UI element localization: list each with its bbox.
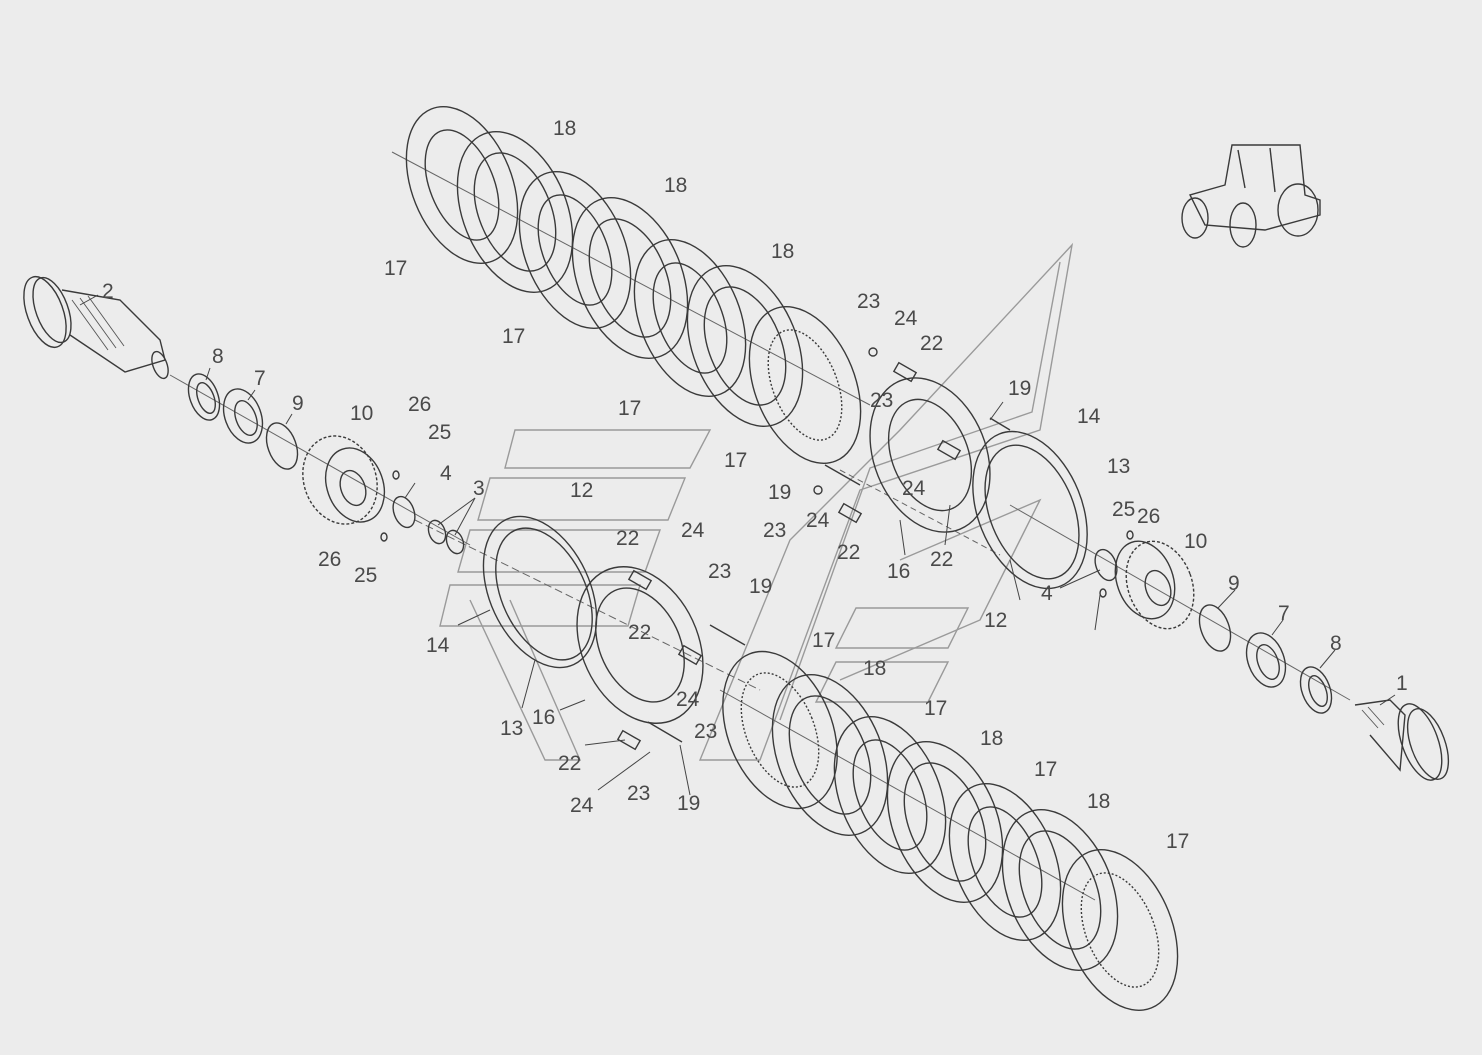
callout-19-d: 19	[677, 792, 700, 815]
callout-22-d: 22	[616, 527, 639, 550]
callout-25-a: 25	[428, 421, 451, 444]
gear-part-10-right	[1114, 540, 1195, 630]
piston-part-14-right	[972, 430, 1088, 590]
callout-7-left: 7	[254, 367, 266, 390]
callout-22-e: 22	[628, 621, 651, 644]
callout-22-c: 22	[930, 548, 953, 571]
callout-26-c: 26	[1137, 505, 1160, 528]
callout-14-left: 14	[426, 634, 450, 657]
bearing-part-7-right	[1245, 632, 1287, 688]
o-rings-part-3	[427, 519, 465, 555]
callout-22-a: 22	[920, 332, 943, 355]
callout-24-b: 24	[902, 477, 926, 500]
callout-7-right: 7	[1278, 602, 1290, 625]
snap-ring-part-9-left	[265, 422, 299, 470]
pin-parts-25-26-right	[1099, 530, 1134, 598]
callout-17-a: 17	[384, 257, 407, 280]
callout-13-right: 13	[1107, 455, 1130, 478]
callout-23-c: 23	[763, 519, 786, 542]
callout-24-c: 24	[806, 509, 830, 532]
callout-25-c: 25	[1112, 498, 1135, 521]
callout-9-right: 9	[1228, 572, 1240, 595]
callout-8-left: 8	[212, 345, 224, 368]
callout-18-e: 18	[980, 727, 1003, 750]
callout-17-b: 17	[502, 325, 525, 348]
watermark-logo	[439, 242, 1074, 761]
callout-23-f: 23	[627, 782, 650, 805]
plate-part-16-left	[576, 566, 704, 724]
callout-16-left: 16	[532, 706, 555, 729]
callout-17-h: 17	[1166, 830, 1189, 853]
callout-24-a: 24	[894, 307, 918, 330]
callout-18-f: 18	[1087, 790, 1110, 813]
callout-4-left: 4	[440, 462, 452, 485]
callout-13-left: 13	[500, 717, 523, 740]
seal-part-8-right	[1299, 666, 1333, 714]
callout-12-right: 12	[984, 609, 1007, 632]
callout-18-a: 18	[553, 117, 576, 140]
callout-17-d: 17	[724, 449, 747, 472]
callout-18-d: 18	[863, 657, 886, 680]
callout-25-b: 25	[354, 564, 377, 587]
tractor-icon	[1181, 144, 1321, 248]
callout-22-b: 22	[837, 541, 860, 564]
callout-10-right: 10	[1184, 530, 1207, 553]
callout-17-c: 17	[618, 397, 641, 420]
callout-17-f: 17	[924, 697, 947, 720]
callout-16-right: 16	[887, 560, 910, 583]
callout-22-f: 22	[558, 752, 581, 775]
callout-12-left: 12	[570, 479, 593, 502]
clutch-discs-lower	[722, 650, 1179, 1011]
callout-23-d: 23	[708, 560, 731, 583]
callout-labels: 1 2 3 4 4 7 7 8 8 9 9 10 10 12 12 13 13 …	[102, 117, 1408, 853]
clutch-discs-upper	[405, 105, 862, 465]
callout-26-b: 26	[318, 548, 341, 571]
piston-part-14-left	[482, 515, 598, 669]
pin-parts-25-26-left	[380, 470, 400, 542]
gear-part-10-left	[302, 435, 386, 525]
springs-pins-left	[616, 569, 746, 751]
callout-2: 2	[102, 280, 114, 303]
callout-9-left: 9	[292, 392, 304, 415]
callout-14-right: 14	[1077, 405, 1101, 428]
callout-24-d: 24	[681, 519, 705, 542]
callout-18-c: 18	[771, 240, 794, 263]
callout-17-e: 17	[812, 629, 835, 652]
callout-17-g: 17	[1034, 758, 1057, 781]
plate-part-16-right	[869, 377, 991, 533]
snap-ring-part-9-right	[1198, 604, 1232, 652]
callout-19-a: 19	[1008, 377, 1031, 400]
ring-part-4-right	[1094, 548, 1118, 582]
springs-pins-right	[813, 347, 1011, 524]
callout-24-e: 24	[676, 688, 700, 711]
shaft-part-1	[1354, 699, 1450, 781]
leader-lines	[79, 294, 1396, 796]
callout-1: 1	[1396, 672, 1408, 695]
assembly-axis-lines	[169, 151, 1351, 901]
callout-26-a: 26	[408, 393, 431, 416]
callout-23-a: 23	[857, 290, 880, 313]
callout-18-b: 18	[664, 174, 687, 197]
callout-19-b: 19	[768, 481, 791, 504]
callout-10-left: 10	[350, 402, 373, 425]
callout-4-right: 4	[1041, 582, 1053, 605]
bearing-part-7-left	[222, 388, 264, 444]
shaft-part-2	[23, 275, 169, 380]
callout-3: 3	[473, 477, 485, 500]
seal-part-8-left	[187, 373, 221, 421]
ring-part-4-left	[392, 495, 416, 529]
callout-23-b: 23	[870, 389, 893, 412]
callout-24-f: 24	[570, 794, 594, 817]
callout-23-e: 23	[694, 720, 717, 743]
callout-8-right: 8	[1330, 632, 1342, 655]
callout-19-c: 19	[749, 575, 772, 598]
